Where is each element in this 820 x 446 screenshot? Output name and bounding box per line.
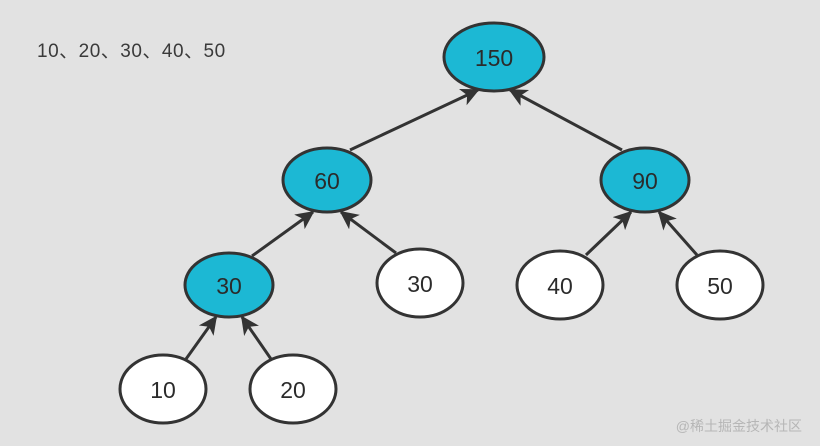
node-label: 20 bbox=[280, 377, 306, 403]
node-label: 50 bbox=[707, 273, 733, 299]
nodes-layer: 150 60 90 30 30 40 50 10 20 bbox=[118, 21, 765, 425]
node-label: 90 bbox=[632, 168, 658, 194]
node-shape bbox=[118, 353, 208, 425]
node-label: 40 bbox=[547, 273, 573, 299]
node-shape bbox=[248, 353, 338, 425]
sequence-label: 10、20、30、40、50 bbox=[37, 41, 226, 62]
node-shape bbox=[183, 251, 275, 319]
tree-edge-n90-to-n150 bbox=[508, 88, 623, 152]
tree-node-n90[interactable]: 90 bbox=[599, 146, 691, 214]
tree-node-n20[interactable]: 20 bbox=[248, 353, 338, 425]
tree-edge-n30a-to-n60 bbox=[251, 210, 315, 258]
tree-node-n40[interactable]: 40 bbox=[515, 249, 605, 321]
tree-edge-n30b-to-n60 bbox=[339, 210, 397, 255]
node-shape bbox=[515, 249, 605, 321]
tree-node-n150[interactable]: 150 bbox=[442, 21, 546, 93]
tree-edge-n60-to-n150 bbox=[349, 88, 480, 152]
edges-layer bbox=[184, 88, 699, 360]
node-shape bbox=[442, 21, 546, 93]
tree-edge-n50-to-n90 bbox=[657, 210, 699, 256]
tree-node-n50[interactable]: 50 bbox=[675, 249, 765, 321]
tree-node-n30a[interactable]: 30 bbox=[183, 251, 275, 319]
tree-node-n30b[interactable]: 30 bbox=[375, 247, 465, 319]
node-label: 30 bbox=[216, 273, 242, 299]
node-shape bbox=[281, 146, 373, 214]
tree-node-n60[interactable]: 60 bbox=[281, 146, 373, 214]
node-label: 10 bbox=[150, 377, 176, 403]
tree-edge-n20-to-n30a bbox=[240, 315, 273, 360]
node-shape bbox=[375, 247, 465, 319]
node-shape bbox=[675, 249, 765, 321]
tree-edge-n10-to-n30a bbox=[184, 315, 218, 360]
node-label: 60 bbox=[314, 168, 340, 194]
tree-edge-n40-to-n90 bbox=[584, 210, 633, 257]
watermark-text: @稀土掘金技术社区 bbox=[675, 418, 802, 434]
node-shape bbox=[599, 146, 691, 214]
node-label: 30 bbox=[407, 271, 433, 297]
node-label: 150 bbox=[475, 45, 513, 71]
tree-node-n10[interactable]: 10 bbox=[118, 353, 208, 425]
